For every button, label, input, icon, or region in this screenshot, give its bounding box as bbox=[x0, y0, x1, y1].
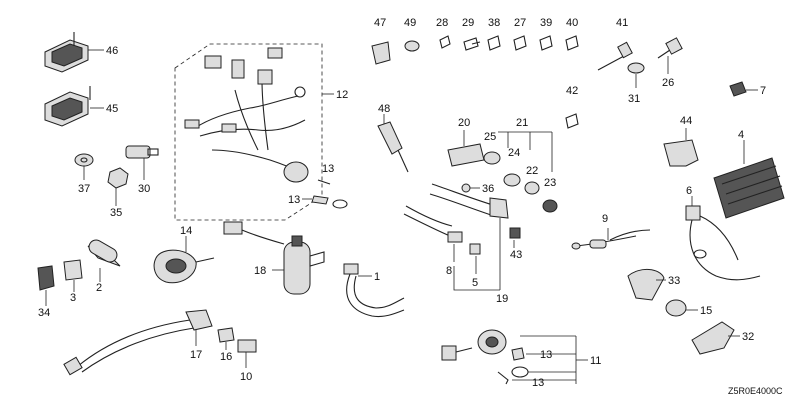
diagram-code: Z5R0E4000C bbox=[728, 386, 783, 396]
harness-part-2 bbox=[63, 309, 213, 376]
callout-13-a: 13 bbox=[322, 163, 334, 175]
callout-5: 5 bbox=[472, 277, 478, 289]
callout-17: 17 bbox=[190, 349, 202, 361]
callout-12: 12 bbox=[336, 89, 348, 101]
callout-13-d: 13 bbox=[532, 377, 544, 389]
bolt-part-3 bbox=[487, 35, 501, 51]
bolt-part-8 bbox=[565, 113, 579, 129]
bolt-part-4 bbox=[513, 35, 527, 51]
cap-part bbox=[371, 41, 391, 65]
long-bolt-part bbox=[597, 41, 633, 71]
sensor-part bbox=[153, 249, 215, 284]
band-part bbox=[665, 299, 687, 317]
callout-42: 42 bbox=[566, 85, 578, 97]
callout-49: 49 bbox=[404, 17, 416, 29]
switch-part bbox=[125, 145, 159, 159]
callout-22: 22 bbox=[526, 165, 538, 177]
callout-28: 28 bbox=[436, 17, 448, 29]
sensor-cable-part bbox=[571, 229, 651, 250]
callout-9: 9 bbox=[602, 213, 608, 225]
callout-27: 27 bbox=[514, 17, 526, 29]
callout-13-c: 13 bbox=[540, 349, 552, 361]
washer-part-2 bbox=[627, 62, 645, 74]
callout-3: 3 bbox=[70, 292, 76, 304]
callout-26: 26 bbox=[662, 77, 674, 89]
bracket-part bbox=[691, 321, 735, 355]
rectifier-cap-part bbox=[663, 139, 699, 167]
screw-part bbox=[461, 183, 471, 193]
callout-39: 39 bbox=[540, 17, 552, 29]
callout-8: 8 bbox=[446, 265, 452, 277]
callout-4: 4 bbox=[738, 129, 744, 141]
pin-part bbox=[317, 179, 331, 185]
callout-48: 48 bbox=[378, 103, 390, 115]
cable-part bbox=[685, 205, 761, 281]
callout-7: 7 bbox=[760, 85, 766, 97]
clip-part-2 bbox=[217, 327, 235, 343]
clip-part bbox=[63, 259, 83, 281]
callout-19: 19 bbox=[496, 293, 508, 305]
oil-switch-part bbox=[441, 329, 529, 385]
coil-part bbox=[223, 221, 325, 295]
callout-23: 23 bbox=[544, 177, 556, 189]
callout-2: 2 bbox=[96, 282, 102, 294]
cord-part bbox=[343, 263, 405, 318]
grommet-part bbox=[404, 40, 420, 52]
callout-35: 35 bbox=[110, 207, 122, 219]
bolt-part bbox=[439, 35, 451, 49]
wire-harness-part bbox=[184, 47, 309, 183]
callout-15: 15 bbox=[700, 305, 712, 317]
bolt-part-2 bbox=[463, 37, 481, 51]
spark-plug-part bbox=[377, 114, 409, 173]
rectifier-part bbox=[713, 157, 785, 219]
mount-rubber-part-2 bbox=[44, 86, 91, 127]
bolt-part-5 bbox=[539, 35, 553, 51]
callout-14: 14 bbox=[180, 225, 192, 237]
callout-45: 45 bbox=[106, 103, 118, 115]
o-ring-part bbox=[332, 199, 348, 209]
cap-part-2 bbox=[729, 81, 747, 97]
clamp-part bbox=[627, 269, 665, 301]
callout-37: 37 bbox=[78, 183, 90, 195]
holder-part bbox=[237, 339, 257, 353]
washer-part bbox=[74, 153, 94, 167]
rubber-cap-part bbox=[37, 265, 55, 291]
callout-43: 43 bbox=[510, 249, 522, 261]
callout-21: 21 bbox=[516, 117, 528, 129]
callout-32: 32 bbox=[742, 331, 754, 343]
callout-40: 40 bbox=[566, 17, 578, 29]
bolt-part-7 bbox=[657, 37, 683, 59]
callout-10: 10 bbox=[240, 371, 252, 383]
harness-group-outline bbox=[174, 43, 323, 221]
callout-44: 44 bbox=[680, 115, 692, 127]
callout-31: 31 bbox=[628, 93, 640, 105]
callout-33: 33 bbox=[668, 275, 680, 287]
switch-assembly-part bbox=[447, 143, 558, 213]
callout-25: 25 bbox=[484, 131, 496, 143]
harness-part-3 bbox=[403, 183, 521, 255]
callout-20: 20 bbox=[458, 117, 470, 129]
callout-46: 46 bbox=[106, 45, 118, 57]
bolt-part-6 bbox=[565, 35, 579, 51]
callout-29: 29 bbox=[462, 17, 474, 29]
callout-13-b: 13 bbox=[288, 194, 300, 206]
callout-11: 11 bbox=[590, 355, 601, 367]
callout-47: 47 bbox=[374, 17, 386, 29]
callout-36: 36 bbox=[482, 183, 494, 195]
callout-1: 1 bbox=[374, 271, 380, 283]
callout-34: 34 bbox=[38, 307, 50, 319]
callout-16: 16 bbox=[220, 351, 232, 363]
callout-24: 24 bbox=[508, 147, 520, 159]
callout-6: 6 bbox=[686, 185, 692, 197]
callout-38: 38 bbox=[488, 17, 500, 29]
nut-part bbox=[107, 167, 129, 189]
callout-41: 41 bbox=[616, 17, 628, 29]
callout-18: 18 bbox=[254, 265, 266, 277]
mount-rubber-part bbox=[44, 32, 89, 73]
callout-30: 30 bbox=[138, 183, 150, 195]
